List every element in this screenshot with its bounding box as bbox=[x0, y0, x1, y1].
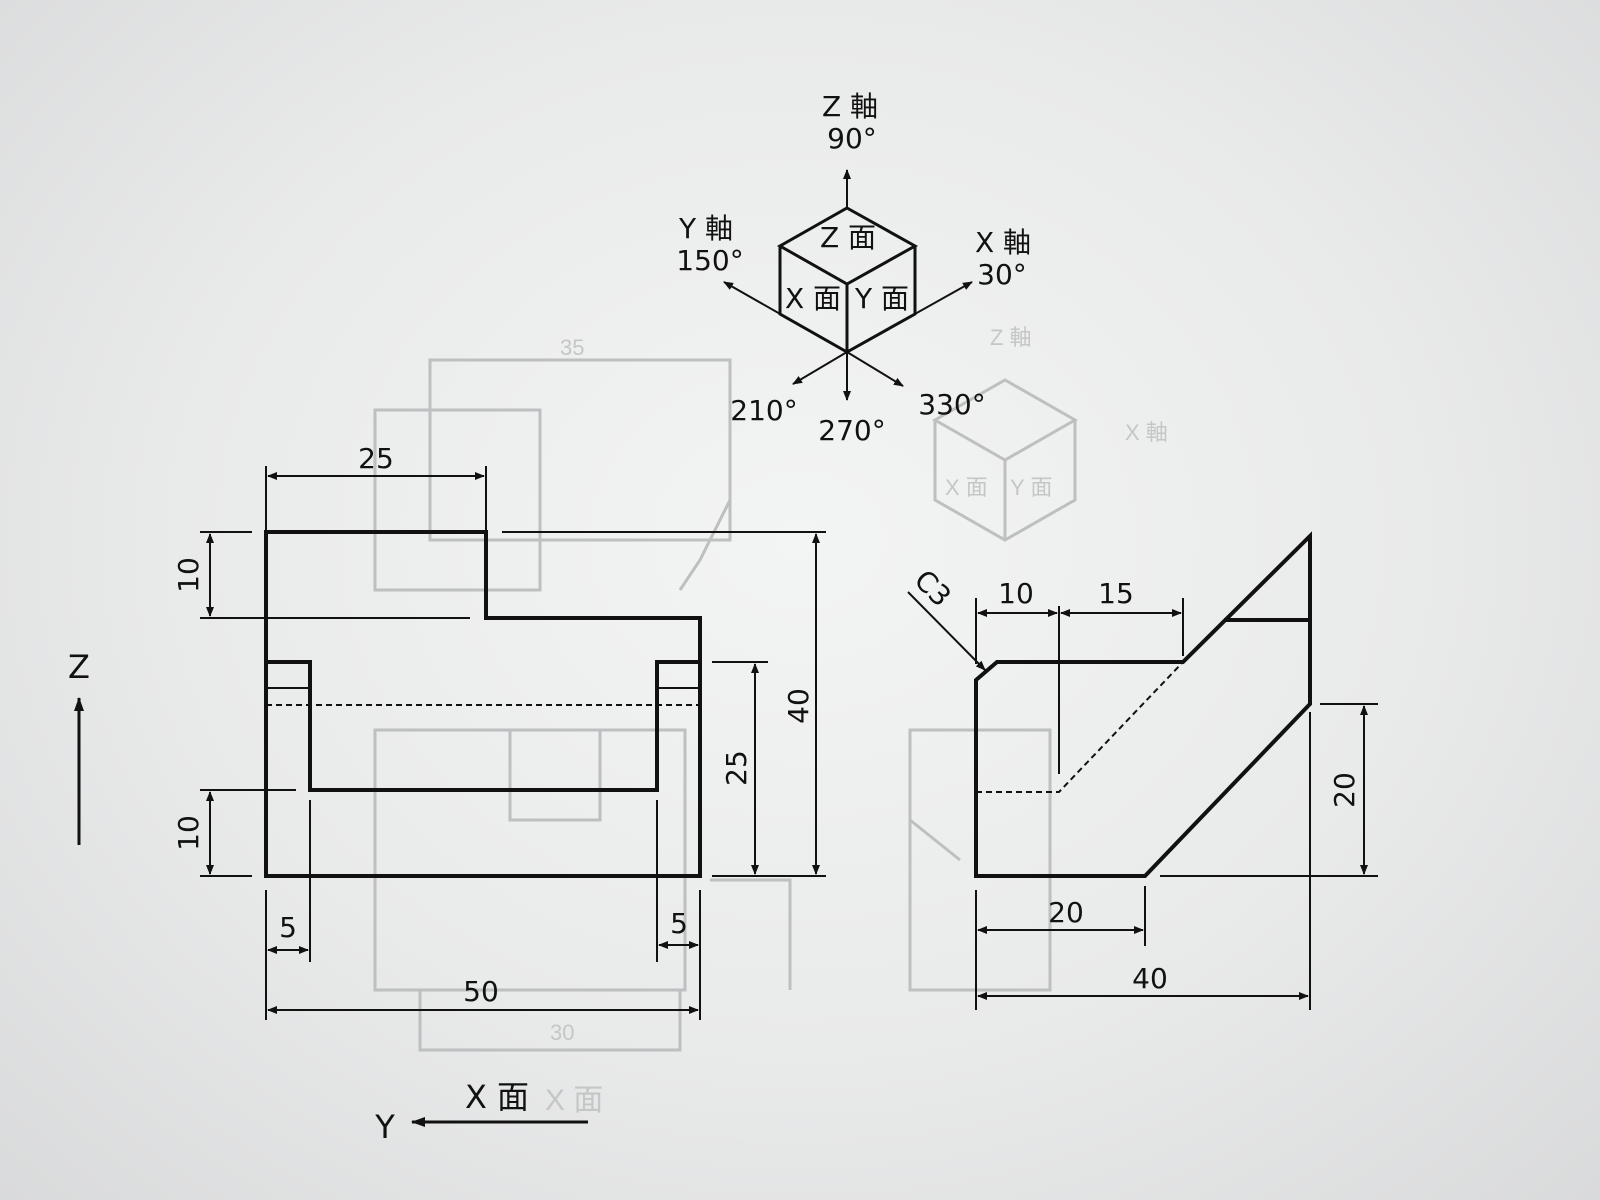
axis-330-arrow bbox=[846, 351, 904, 387]
dim-bottom-inner: 20 bbox=[1048, 896, 1084, 929]
svg-text:X 面: X 面 bbox=[945, 475, 988, 500]
y-face-label: Y 面 bbox=[854, 282, 909, 315]
chamfer-leader bbox=[907, 591, 986, 671]
angle-270-label: 270° bbox=[818, 414, 885, 447]
x-axis-arrow bbox=[846, 281, 973, 353]
x-face-view-label: X 面 bbox=[465, 1078, 529, 1116]
front-view: 25 10 10 25 40 5 5 50 bbox=[172, 442, 826, 1020]
axis-210-arrow bbox=[792, 351, 848, 385]
dim-slot-height: 25 bbox=[720, 750, 753, 786]
svg-text:35: 35 bbox=[560, 335, 584, 360]
svg-text:X 面: X 面 bbox=[545, 1084, 603, 1117]
dim-right-height: 20 bbox=[1328, 772, 1361, 808]
y-axis-label: Y 軸 bbox=[678, 212, 733, 245]
z-direction-label: Z bbox=[68, 648, 90, 686]
dim-top-left: 10 bbox=[998, 577, 1034, 610]
angle-210-label: 210° bbox=[730, 394, 797, 427]
dim-top-width: 25 bbox=[358, 442, 394, 475]
side-view-outline bbox=[974, 531, 1312, 878]
angle-330-label: 330° bbox=[918, 388, 985, 421]
x-face-label: X 面 bbox=[785, 282, 841, 315]
svg-text:X 軸: X 軸 bbox=[1125, 420, 1168, 445]
dim-total-width: 50 bbox=[463, 975, 499, 1008]
dim-right-wall: 5 bbox=[670, 907, 688, 940]
dim-top-height: 10 bbox=[172, 557, 205, 593]
dim-bottom-height: 10 bbox=[172, 815, 205, 851]
dim-bottom-total: 40 bbox=[1132, 962, 1168, 995]
x-axis-label: X 軸 bbox=[975, 226, 1031, 259]
chamfer-label: C3 bbox=[908, 563, 958, 613]
z-axis-angle: 90° bbox=[827, 122, 877, 155]
direction-indicators: Z Y X 面 bbox=[68, 648, 588, 1146]
y-direction-label: Y bbox=[374, 1108, 395, 1146]
dim-total-height: 40 bbox=[782, 688, 815, 724]
side-view-extension-lines bbox=[975, 598, 1378, 1010]
z-axis-label: Z 軸 bbox=[822, 90, 878, 123]
front-view-slot bbox=[264, 660, 702, 792]
z-face-label: Z 面 bbox=[820, 221, 876, 254]
dim-top-right: 15 bbox=[1098, 577, 1134, 610]
front-view-outline bbox=[264, 530, 702, 878]
dim-left-wall: 5 bbox=[279, 911, 297, 944]
axis-orientation-diagram: Z 軸 90° Y 軸 150° X 軸 30° Z 面 X 面 Y 面 210… bbox=[676, 90, 1031, 447]
bleed-through-ghost: 35 30 Z 軸 X 軸 X 面 Y 面 X 面 bbox=[373, 325, 1168, 1117]
front-view-extension-lines bbox=[200, 466, 826, 1020]
svg-text:30: 30 bbox=[550, 1020, 574, 1045]
x-axis-angle: 30° bbox=[977, 258, 1027, 291]
svg-text:Z 軸: Z 軸 bbox=[990, 325, 1032, 350]
y-axis-arrow bbox=[723, 281, 848, 353]
side-view: C3 10 15 20 20 40 bbox=[907, 531, 1378, 1010]
svg-text:Y 面: Y 面 bbox=[1010, 475, 1052, 500]
y-axis-angle: 150° bbox=[676, 244, 743, 277]
side-view-hidden-line bbox=[976, 661, 1184, 793]
